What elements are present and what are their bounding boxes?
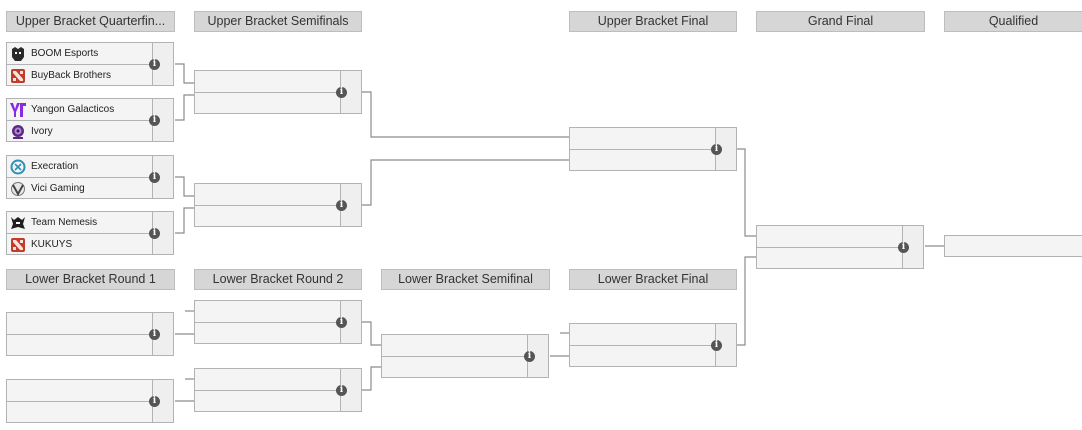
- team-slot[interactable]: Ivory: [7, 121, 154, 141]
- team-slot[interactable]: Execration: [7, 156, 154, 178]
- team-slot[interactable]: KUKUYS: [7, 234, 154, 254]
- info-icon[interactable]: i: [711, 340, 722, 351]
- team-slot-empty[interactable]: [382, 357, 529, 377]
- team-slot-empty[interactable]: [195, 93, 342, 113]
- info-icon[interactable]: i: [336, 200, 347, 211]
- team-slot-empty[interactable]: [7, 402, 154, 422]
- team-slot-empty[interactable]: [570, 150, 717, 170]
- header-lb-round1: Lower Bracket Round 1: [6, 269, 175, 290]
- info-icon[interactable]: i: [149, 172, 160, 183]
- match-ub-qf-1[interactable]: BOOM Esports BuyBack Brothers i: [6, 42, 174, 86]
- team-slot-empty[interactable]: [195, 71, 342, 93]
- ivory-logo-icon: [9, 123, 27, 140]
- match-grand-final[interactable]: i: [756, 225, 924, 269]
- team-slot-empty[interactable]: [195, 323, 342, 343]
- header-qualified: Qualified: [944, 11, 1082, 32]
- match-ub-sf-1[interactable]: i: [194, 70, 362, 114]
- team-slot[interactable]: Team Nemesis: [7, 212, 154, 234]
- team-slot-empty[interactable]: [195, 301, 342, 323]
- info-icon[interactable]: i: [149, 59, 160, 70]
- team-slot[interactable]: BOOM Esports: [7, 43, 154, 65]
- info-icon[interactable]: i: [149, 396, 160, 407]
- header-ub-semifinals: Upper Bracket Semifinals: [194, 11, 362, 32]
- match-lb-sf[interactable]: i: [381, 334, 549, 378]
- team-slot-empty[interactable]: [570, 128, 717, 150]
- match-ub-qf-2[interactable]: Yangon Galacticos Ivory i: [6, 98, 174, 142]
- team-name: Vici Gaming: [31, 183, 85, 194]
- match-ub-sf-2[interactable]: i: [194, 183, 362, 227]
- header-ub-final: Upper Bracket Final: [569, 11, 737, 32]
- match-lb-final[interactable]: i: [569, 323, 737, 367]
- team-slot-empty[interactable]: [570, 346, 717, 366]
- team-name: Execration: [31, 161, 79, 172]
- info-icon[interactable]: i: [898, 242, 909, 253]
- team-slot[interactable]: Yangon Galacticos: [7, 99, 154, 121]
- info-icon[interactable]: i: [336, 317, 347, 328]
- match-ub-qf-4[interactable]: Team Nemesis KUKUYS i: [6, 211, 174, 255]
- match-lb-r1-2[interactable]: i: [6, 379, 174, 423]
- match-lb-r2-2[interactable]: i: [194, 368, 362, 412]
- info-icon[interactable]: i: [524, 351, 535, 362]
- info-icon[interactable]: i: [711, 144, 722, 155]
- dota2-logo-icon: [9, 67, 27, 84]
- info-icon[interactable]: i: [336, 385, 347, 396]
- info-icon[interactable]: i: [149, 115, 160, 126]
- header-lb-final: Lower Bracket Final: [569, 269, 737, 290]
- team-name: Team Nemesis: [31, 217, 98, 228]
- info-icon[interactable]: i: [336, 87, 347, 98]
- team-nemesis-logo-icon: [9, 214, 27, 231]
- boom-esports-logo-icon: [9, 45, 27, 62]
- team-slot-empty[interactable]: [195, 369, 342, 391]
- team-slot-empty[interactable]: [382, 335, 529, 357]
- team-slot-empty[interactable]: [195, 206, 342, 226]
- match-ub-final[interactable]: i: [569, 127, 737, 171]
- execration-logo-icon: [9, 158, 27, 175]
- team-name: KUKUYS: [31, 239, 73, 250]
- team-name: Yangon Galacticos: [31, 104, 115, 115]
- qualified-slot[interactable]: [944, 235, 1082, 257]
- team-slot[interactable]: Vici Gaming: [7, 178, 154, 198]
- team-slot-empty[interactable]: [195, 391, 342, 411]
- match-lb-r1-1[interactable]: i: [6, 312, 174, 356]
- team-slot-empty[interactable]: [7, 335, 154, 355]
- dota2-logo-icon: [9, 236, 27, 253]
- info-icon[interactable]: i: [149, 329, 160, 340]
- team-slot-empty[interactable]: [757, 226, 904, 248]
- team-slot[interactable]: BuyBack Brothers: [7, 65, 154, 85]
- team-slot-empty[interactable]: [195, 184, 342, 206]
- team-slot-empty[interactable]: [7, 380, 154, 402]
- team-slot-empty[interactable]: [570, 324, 717, 346]
- vici-gaming-logo-icon: [9, 180, 27, 197]
- team-name: Ivory: [31, 126, 53, 137]
- team-name: BuyBack Brothers: [31, 70, 112, 81]
- match-lb-r2-1[interactable]: i: [194, 300, 362, 344]
- match-ub-qf-3[interactable]: Execration Vici Gaming i: [6, 155, 174, 199]
- yangon-galacticos-logo-icon: [9, 101, 27, 118]
- team-slot-empty[interactable]: [757, 248, 904, 268]
- header-lb-semifinal: Lower Bracket Semifinal: [381, 269, 550, 290]
- team-slot-empty[interactable]: [7, 313, 154, 335]
- header-grand-final: Grand Final: [756, 11, 925, 32]
- team-name: BOOM Esports: [31, 48, 99, 59]
- info-icon[interactable]: i: [149, 228, 160, 239]
- header-ub-quarterfinals: Upper Bracket Quarterfin...: [6, 11, 175, 32]
- header-lb-round2: Lower Bracket Round 2: [194, 269, 362, 290]
